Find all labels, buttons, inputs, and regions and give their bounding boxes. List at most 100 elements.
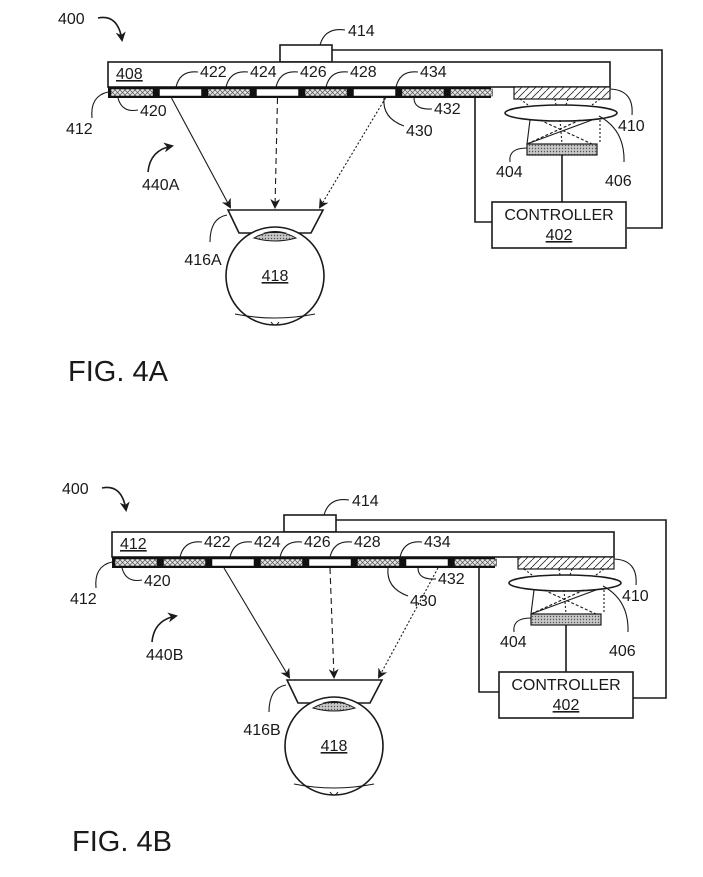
eyebox-trapezoid	[226, 209, 325, 234]
eye-lower-lid	[293, 783, 375, 789]
segment-label-426: 426	[304, 534, 331, 551]
segment-leader-434	[399, 541, 423, 558]
projector-lens	[504, 104, 618, 122]
segment-422	[163, 558, 206, 567]
segment-432	[401, 88, 445, 97]
outer-edge-leader	[95, 561, 113, 589]
ray-lower-0	[526, 119, 531, 145]
view-config-arrow	[151, 612, 178, 643]
segment-label-420: 420	[144, 573, 171, 590]
lens-label: 410	[618, 118, 645, 135]
segment-leader-424	[225, 71, 249, 88]
segment-leader-430	[387, 567, 409, 597]
light-source-leader	[509, 147, 528, 163]
optic-nerve	[270, 321, 280, 326]
segment-strip	[108, 87, 491, 98]
eyebox-trapezoid	[285, 679, 384, 704]
segment-label-420: 420	[140, 103, 167, 120]
sensor-leader	[319, 29, 346, 46]
eye-lower-lid	[234, 313, 316, 319]
controller-title: CONTROLLER	[504, 207, 613, 224]
segment-428	[304, 88, 348, 97]
segment-430	[357, 558, 400, 567]
outer-edge-label: 412	[70, 591, 97, 608]
ray-lower-2	[543, 589, 597, 615]
controller-box	[491, 201, 627, 249]
segment-leader-422	[179, 541, 203, 558]
waveguide-label: 412	[120, 536, 147, 553]
light-source-leader	[513, 617, 532, 633]
figure-caption: FIG. 4B	[72, 826, 172, 858]
eyebox-leader	[209, 214, 228, 243]
segment-label-434: 434	[420, 64, 447, 81]
segment-426	[256, 88, 299, 97]
ray-upper-3	[569, 568, 573, 576]
optics-label: 406	[609, 643, 636, 660]
sensor-wire	[336, 519, 667, 699]
outer-edge-label: 412	[66, 121, 93, 138]
light-beam-0	[223, 567, 291, 679]
segment-leader-428	[325, 71, 349, 88]
segment-leader-428	[329, 541, 353, 558]
projector-lens	[508, 574, 622, 592]
segment-424	[211, 558, 255, 567]
system-label: 400	[58, 11, 85, 28]
segment-leader-420	[121, 567, 143, 582]
ray-upper-1	[591, 98, 601, 106]
segment-label-432: 432	[434, 101, 461, 118]
sensor-box	[283, 514, 337, 533]
sensor-label: 414	[352, 493, 379, 510]
eye-label: 418	[321, 738, 348, 755]
segment-422	[159, 88, 202, 97]
light-source	[526, 143, 598, 156]
ray-upper-3	[565, 98, 569, 106]
cornea	[252, 231, 298, 242]
strip-wire	[478, 568, 499, 693]
segment-label-430: 430	[406, 123, 433, 140]
segment-label-424: 424	[250, 64, 277, 81]
segment-420	[114, 558, 158, 567]
segment-label-430: 430	[410, 593, 437, 610]
ray-upper-1	[595, 568, 605, 576]
segment-430	[353, 88, 396, 97]
outer-edge-leader	[91, 91, 109, 119]
strip-wire	[474, 98, 492, 223]
projector-output-grating	[513, 86, 611, 100]
eyebox-label: 416B	[243, 722, 280, 739]
segment-426	[260, 558, 303, 567]
segment-leader-424	[229, 541, 253, 558]
ray-lower-1	[530, 589, 597, 615]
optics-leader	[598, 115, 625, 163]
ray-lower-3	[526, 119, 581, 145]
view-config-label: 440B	[146, 647, 183, 664]
ray-upper-0	[523, 568, 533, 576]
segment-label-426: 426	[300, 64, 327, 81]
segment-label-434: 434	[424, 534, 451, 551]
segment-leader-430	[383, 97, 405, 127]
pupil	[322, 701, 346, 703]
waveguide-plate	[111, 531, 615, 558]
segment-label-428: 428	[350, 64, 377, 81]
segment-leader-432	[413, 97, 433, 110]
view-config-label: 440A	[142, 177, 180, 194]
light-beam-1	[328, 567, 339, 679]
sensor-box	[279, 44, 333, 63]
segment-leader-432	[417, 567, 437, 580]
light-source-label: 404	[500, 634, 527, 651]
segment-label-432: 432	[438, 571, 465, 588]
segment-leader-426	[279, 541, 303, 558]
lens-label: 410	[622, 588, 649, 605]
optic-nerve	[329, 791, 339, 796]
light-beam-2	[378, 567, 439, 679]
optics-leader	[602, 585, 629, 633]
pupil	[263, 231, 287, 233]
sensor-leader	[323, 499, 350, 516]
system-arrow	[101, 486, 130, 512]
system-arrow	[97, 16, 126, 42]
view-config-arrow	[147, 142, 174, 173]
light-source	[530, 613, 602, 626]
projector-output-grating	[517, 556, 615, 570]
optics-label: 406	[605, 173, 632, 190]
